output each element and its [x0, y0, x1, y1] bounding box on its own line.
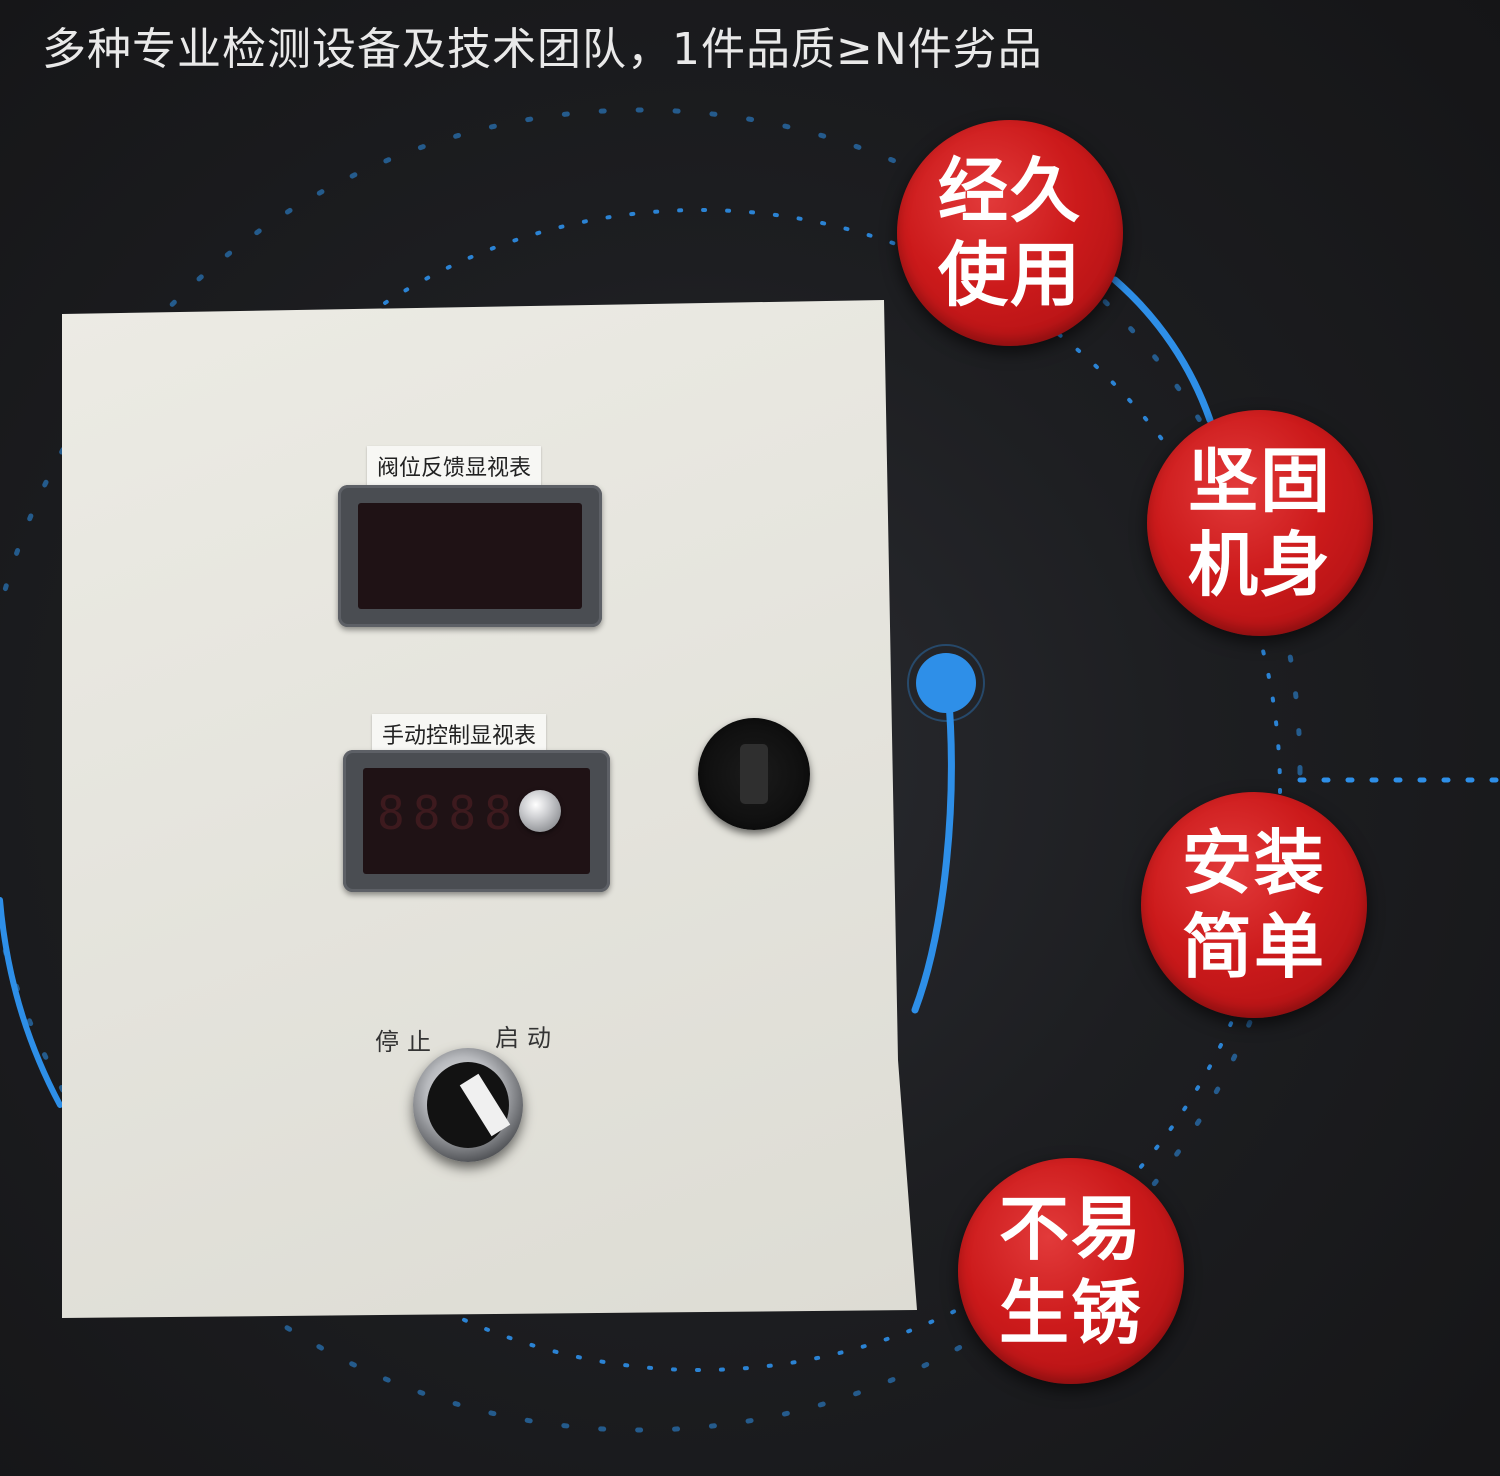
arc-top-right — [1111, 276, 1214, 424]
far-dotted-ring — [0, 107, 1303, 1433]
manual-control-meter: 8888 — [343, 750, 610, 892]
valve-meter-label: 阀位反馈显视表 — [367, 446, 542, 486]
outer-dotted-ring — [118, 208, 1282, 1372]
badge-easy-install: 安装 简单 — [1141, 792, 1367, 1018]
manual-meter-label: 手动控制显视表 — [372, 714, 547, 754]
blue-dot — [916, 653, 976, 713]
control-box-panel: 阀位反馈显视表 手动控制显视表 8888 停止 启动 — [62, 300, 917, 1318]
arc-left — [0, 897, 63, 1108]
badge-durable-line1: 经久 — [938, 150, 1082, 232]
meter-digits: 8888 — [377, 786, 520, 840]
badge-sturdy-line1: 坚固 — [1188, 440, 1332, 522]
badge-rust-resistant: 不易 生锈 — [958, 1158, 1184, 1384]
badge-sturdy: 坚固 机身 — [1147, 410, 1373, 636]
arc-center — [911, 686, 955, 1014]
key-lock[interactable] — [698, 718, 810, 830]
badge-rust-resistant-line1: 不易 — [999, 1188, 1143, 1270]
badge-durable: 经久 使用 — [897, 120, 1123, 346]
stop-label: 停止 — [375, 1028, 439, 1056]
start-label: 启动 — [495, 1024, 559, 1052]
selector-handle[interactable] — [459, 1073, 511, 1137]
manual-meter-screen: 8888 — [363, 768, 590, 874]
badge-easy-install-line1: 安装 — [1182, 822, 1326, 904]
badge-sturdy-line2: 机身 — [1188, 524, 1332, 606]
badge-easy-install-line2: 简单 — [1182, 906, 1326, 988]
badge-durable-line2: 使用 — [938, 234, 1082, 316]
key-slot — [740, 744, 768, 804]
valve-meter-screen — [358, 503, 582, 609]
selector-body — [427, 1062, 511, 1148]
adjust-knob[interactable] — [519, 790, 561, 832]
headline: 多种专业检测设备及技术团队，1件品质≥N件劣品 — [42, 24, 1043, 75]
valve-position-meter — [338, 485, 602, 627]
start-stop-selector-switch[interactable] — [413, 1048, 523, 1162]
badge-rust-resistant-line2: 生锈 — [999, 1272, 1143, 1354]
